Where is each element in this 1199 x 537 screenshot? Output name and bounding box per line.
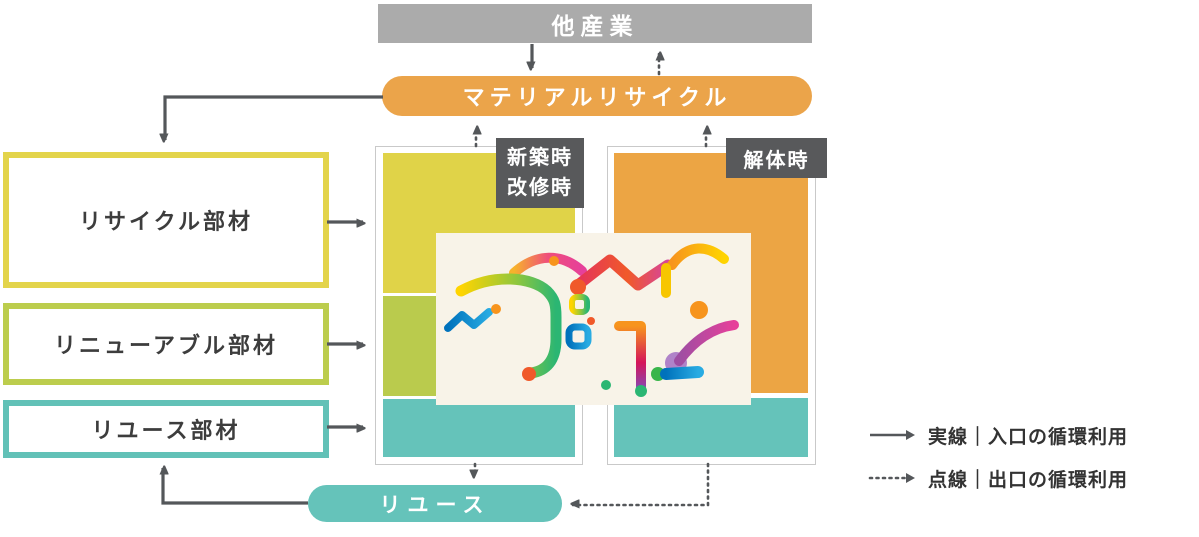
construction-label-line1: 新築時: [507, 147, 573, 169]
reuse-material-block: [383, 399, 575, 457]
demolition-stage-label: 解体時: [726, 138, 827, 178]
dotted-arrow-icon: [868, 473, 915, 483]
renewable-parts-label: リニューアブル部材: [53, 333, 279, 358]
construction-stage-label: 新築時 改修時: [496, 138, 584, 208]
solid-arrow-icon: [870, 430, 915, 440]
reusable-material-block: [614, 398, 808, 457]
arrow-materialrecycle-to-recycledparts: [165, 95, 383, 140]
reuse-pill: リユース: [308, 485, 562, 522]
material-recycle-label: マテリアルリサイクル: [462, 85, 732, 110]
reuse-label: リユース: [379, 493, 491, 517]
recycled-parts-label: リサイクル部材: [79, 209, 253, 234]
other-industry-box: 他産業: [378, 4, 812, 43]
renewable-parts-box: リニューアブル部材: [3, 303, 329, 385]
arrow-reuse-to-reuseparts: [163, 468, 308, 505]
other-industry-label: 他産業: [551, 12, 639, 39]
brand-illustration: [436, 233, 751, 405]
legend-dotted-row: 点線｜出口の循環利用: [868, 464, 1168, 492]
recycled-parts-box: リサイクル部材: [3, 152, 329, 288]
legend-solid-label: 実線｜入口の循環利用: [928, 426, 1129, 448]
reuse-parts-box: リユース部材: [3, 400, 329, 458]
construction-label-line2: 改修時: [507, 177, 573, 199]
arrow-demolition-to-reuse-dotted: [573, 462, 710, 505]
brand-illustration-art: [444, 243, 747, 397]
material-recycle-pill: マテリアルリサイクル: [382, 76, 812, 116]
legend-dotted-label: 点線｜出口の循環利用: [928, 469, 1129, 491]
legend-solid-row: 実線｜入口の循環利用: [868, 421, 1168, 449]
demolition-label: 解体時: [743, 149, 810, 172]
reuse-parts-label: リユース部材: [91, 418, 241, 443]
